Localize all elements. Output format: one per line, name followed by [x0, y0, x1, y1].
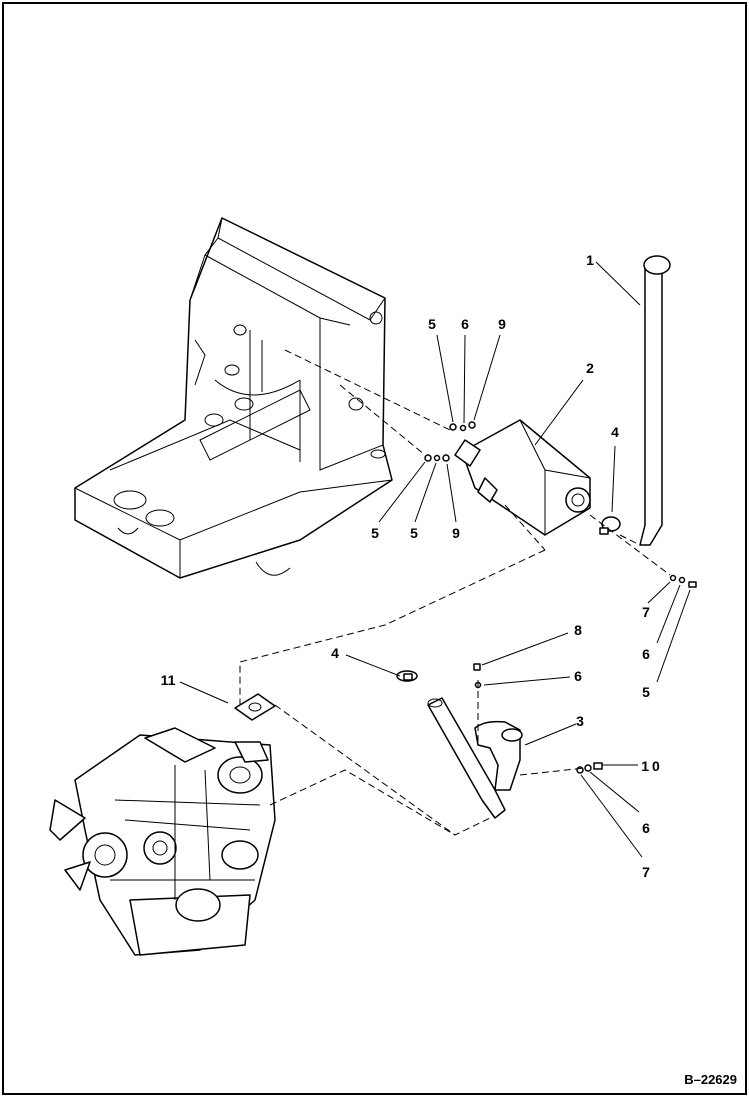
hardware — [424, 421, 697, 774]
gasket — [234, 693, 276, 721]
callout-5-upper: 5 — [428, 316, 436, 332]
callout-5-lower-mid: 5 — [410, 525, 418, 541]
callout-6-right: 6 — [642, 646, 650, 662]
callout-10: 10 — [641, 758, 663, 774]
callout-8: 8 — [574, 622, 582, 638]
callout-6-middle: 6 — [574, 668, 582, 684]
callout-1: 1 — [586, 252, 594, 268]
callout-11: 11 — [160, 672, 176, 688]
callout-9-lower: 9 — [452, 525, 460, 541]
assembly-lines — [239, 349, 671, 836]
callout-2: 2 — [586, 360, 594, 376]
leader-lines — [179, 261, 691, 858]
callout-6-lower: 6 — [642, 820, 650, 836]
exhaust-stack — [639, 255, 671, 546]
callout-7-lower: 7 — [642, 864, 650, 880]
callout-4-lower: 4 — [331, 645, 339, 661]
callout-6-upper: 6 — [461, 316, 469, 332]
callout-5-right: 5 — [642, 684, 650, 700]
figure-id: B–22629 — [684, 1072, 737, 1087]
callout-5-lower-left: 5 — [371, 525, 379, 541]
muffler — [454, 419, 591, 536]
callout-9-upper: 9 — [498, 316, 506, 332]
engine-frame — [74, 217, 393, 579]
callout-4-upper: 4 — [611, 424, 619, 440]
callout-7-upper: 7 — [642, 604, 650, 620]
clamps — [396, 516, 621, 682]
callout-3: 3 — [576, 713, 584, 729]
exhaust-elbow — [427, 697, 523, 819]
engine — [49, 727, 276, 956]
